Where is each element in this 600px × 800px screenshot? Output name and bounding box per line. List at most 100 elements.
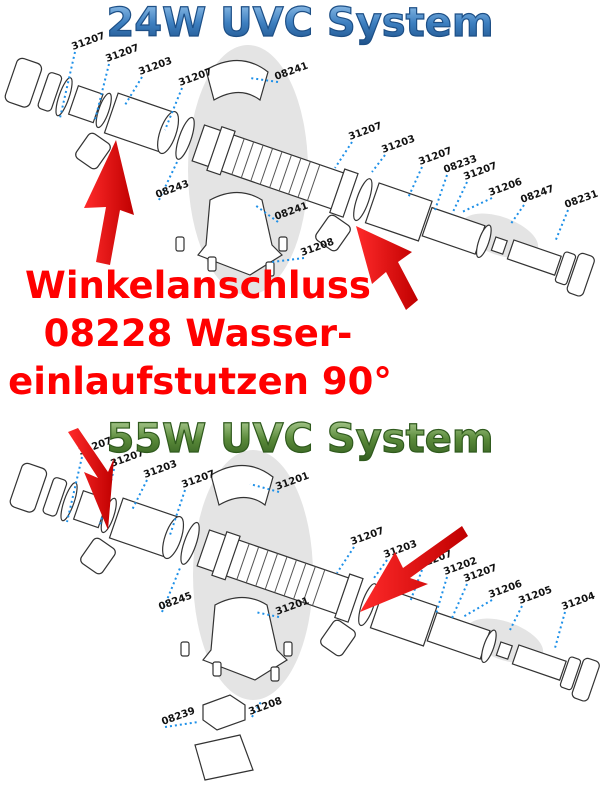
leader-line xyxy=(59,51,76,119)
tube-rib xyxy=(306,164,321,201)
part-number-label: 08243 xyxy=(154,179,190,201)
screw xyxy=(207,256,217,272)
o-ring xyxy=(353,178,373,222)
red-arrow-up-icon xyxy=(84,140,134,265)
leader-line xyxy=(373,559,388,579)
leader-line xyxy=(371,154,386,173)
part-number-label: 08239 xyxy=(160,706,196,728)
part-number-label: 08245 xyxy=(157,591,193,613)
end-cap xyxy=(571,657,600,702)
tube-rib xyxy=(297,161,311,198)
leader-line xyxy=(407,166,423,199)
o-ring xyxy=(475,224,492,259)
tube-axis xyxy=(9,462,600,702)
leader-line xyxy=(462,599,493,618)
leader-line xyxy=(554,611,566,649)
leader-line xyxy=(461,197,493,213)
leader-line xyxy=(249,483,280,493)
leader-line xyxy=(336,546,355,574)
leader-line xyxy=(334,141,353,169)
tube-rib xyxy=(240,141,255,179)
screw xyxy=(175,236,185,252)
o-ring xyxy=(480,629,497,664)
tube-rib xyxy=(259,148,274,185)
tube-rib xyxy=(250,145,264,182)
inlet-nozzle xyxy=(80,537,116,575)
top-bracket xyxy=(205,59,269,102)
leader-line xyxy=(66,456,83,523)
tube-rib xyxy=(255,550,269,587)
assembly xyxy=(9,450,600,781)
part-number-label: 31203 xyxy=(382,539,418,561)
red-arrow-down-left-icon xyxy=(360,526,468,612)
uv-lamp xyxy=(506,239,562,276)
part-number-label: 08247 xyxy=(519,184,555,206)
screw xyxy=(270,666,280,682)
annotation-text: Winkelanschluss 08228 Wasser- einlaufstu… xyxy=(8,264,392,403)
o-ring xyxy=(175,116,195,160)
inlet-nozzle xyxy=(320,619,356,657)
annotation-line-1: Winkelanschluss xyxy=(25,264,371,307)
leader-line xyxy=(451,181,468,215)
tube-nut xyxy=(334,573,364,623)
leader-line xyxy=(251,699,263,718)
end-cap xyxy=(566,252,595,297)
bearing xyxy=(37,72,63,112)
leader-line xyxy=(271,257,305,263)
part-number-label: 31204 xyxy=(560,591,596,613)
stand xyxy=(197,191,283,276)
clip xyxy=(490,236,509,255)
tube-rib xyxy=(278,154,292,192)
screw xyxy=(180,641,190,657)
tube-rib xyxy=(274,556,288,593)
part-number-label: 31203 xyxy=(137,56,173,78)
assembly xyxy=(4,45,595,297)
t-piece-end xyxy=(162,515,185,560)
lamp-socket xyxy=(554,251,577,286)
tube-rib xyxy=(288,158,302,195)
clip xyxy=(495,641,514,660)
leader-line xyxy=(434,174,448,211)
screw xyxy=(265,261,275,277)
tube-rib xyxy=(245,546,260,584)
red-arrow-down-right-icon xyxy=(68,428,114,530)
leader-line xyxy=(509,204,525,226)
part-number-label: 31207 xyxy=(70,31,106,53)
t-piece xyxy=(364,182,433,242)
tube-rib xyxy=(231,138,245,175)
red-arrow-up-left-icon xyxy=(356,226,418,310)
screw xyxy=(278,236,288,252)
tube-rib xyxy=(302,566,316,603)
o-ring xyxy=(95,92,112,129)
tube-nut xyxy=(329,168,359,218)
end-cap xyxy=(4,57,43,108)
leader-line xyxy=(554,209,569,243)
ballast-box xyxy=(202,694,246,731)
o-ring xyxy=(180,521,200,565)
leader-line xyxy=(164,721,199,728)
tube-nut xyxy=(211,530,241,581)
leader-line xyxy=(131,479,148,511)
screw xyxy=(283,641,293,657)
leader-line xyxy=(451,583,468,619)
leader-line xyxy=(158,159,179,201)
title-24w: 24W UVC System xyxy=(106,0,493,46)
tube-rib xyxy=(311,569,326,606)
tube-rib xyxy=(264,553,279,590)
annotation-line-2: 08228 Wasser- xyxy=(44,312,353,355)
part-number-label: 31207 xyxy=(349,526,385,548)
uv-lamp xyxy=(511,644,567,681)
inlet-nozzle xyxy=(315,214,351,252)
stand xyxy=(202,596,288,681)
end-cap xyxy=(9,462,48,513)
title-55w: 55W UVC System xyxy=(106,416,493,462)
t-piece-end xyxy=(157,110,180,155)
annotation-line-3: einlaufstutzen 90° xyxy=(8,360,392,403)
lamp-socket xyxy=(559,656,582,691)
top-bracket xyxy=(210,464,274,507)
tube-rib xyxy=(283,559,297,597)
t-piece xyxy=(369,587,438,647)
part-number-label: 08231 xyxy=(563,189,599,211)
